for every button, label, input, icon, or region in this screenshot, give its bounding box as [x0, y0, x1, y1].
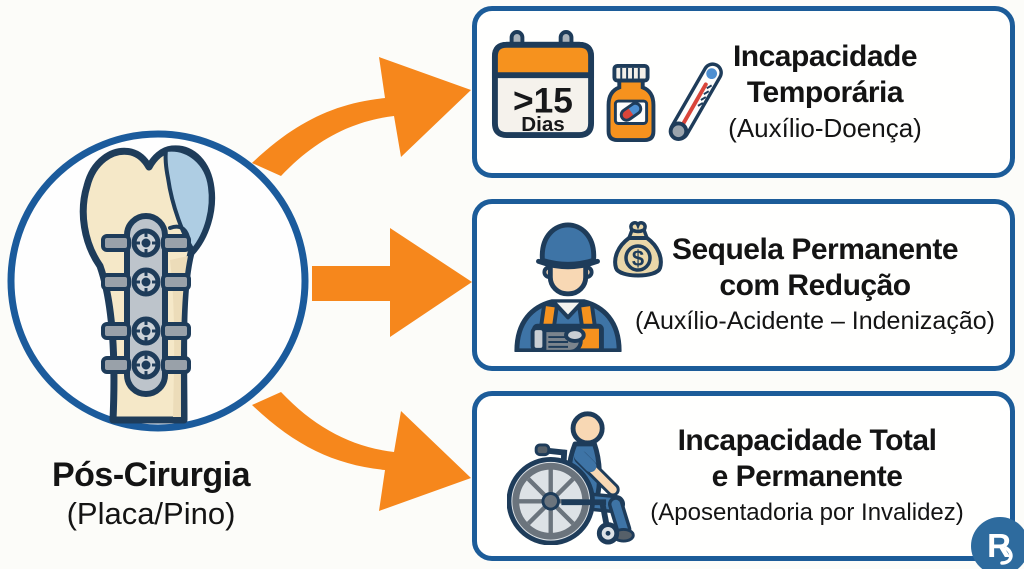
- calendar-unit: Dias: [521, 113, 565, 136]
- arrow-bottom-icon: [252, 392, 471, 511]
- plate-screw: [101, 316, 191, 346]
- outcome-title-line1: Incapacidade: [732, 40, 918, 73]
- bone-plate-pin-icon: [79, 145, 216, 424]
- rg-logo: R: [971, 517, 1024, 569]
- outcome-title-line2: com Redução: [719, 269, 911, 302]
- card-1-text: Incapacidade Temporária (Auxílio-Doença): [728, 39, 922, 145]
- money-bag-icon: $: [613, 221, 663, 278]
- outcome-subtitle: (Auxílio-Doença): [728, 113, 922, 143]
- logo-monogram: R: [987, 527, 1011, 564]
- source-title: Pós-Cirurgia: [51, 456, 251, 494]
- arrow-middle-icon: [312, 228, 472, 337]
- calendar-icon: >15 Dias: [491, 30, 595, 138]
- outcome-title-line2: e Permanente: [711, 460, 903, 493]
- plate-screw: [101, 350, 191, 380]
- source-subtitle: (Placa/Pino): [66, 496, 236, 531]
- wheelchair-user-icon: [507, 411, 635, 545]
- card-3-text: Incapacidade Total e Permanente (Aposent…: [650, 423, 964, 529]
- source-label: Pós-Cirurgia (Placa/Pino): [2, 455, 300, 533]
- outcome-card-temporary: >15 Dias: [472, 6, 1015, 178]
- card-2-icons: $: [477, 204, 672, 366]
- card-1-icons: >15 Dias: [491, 30, 733, 143]
- outcome-subtitle: (Auxílio-Acidente – Indenização): [635, 307, 995, 335]
- outcome-card-sequela: $ Sequela Permanente com Redução (Auxíli…: [472, 199, 1015, 371]
- outcome-title-line2: Temporária: [746, 76, 904, 109]
- outcome-card-total: Incapacidade Total e Permanente (Aposent…: [472, 391, 1015, 561]
- plate-screw: [101, 267, 191, 297]
- thermometer-icon: [668, 62, 723, 142]
- arrow-top-icon: [252, 57, 471, 176]
- calendar-value: >15: [513, 81, 573, 120]
- card-2-text: Sequela Permanente com Redução (Auxílio-…: [635, 232, 995, 338]
- outcome-title-line1: Sequela Permanente: [671, 233, 959, 266]
- pill-bottle-icon: [606, 63, 656, 143]
- plate-screw: [101, 228, 191, 258]
- card-3-icons: [477, 396, 672, 556]
- injured-worker-icon: [514, 222, 622, 352]
- outcome-title-line1: Incapacidade Total: [677, 424, 937, 457]
- money-symbol: $: [632, 246, 644, 271]
- outcome-subtitle: (Aposentadoria por Invalidez): [650, 499, 964, 526]
